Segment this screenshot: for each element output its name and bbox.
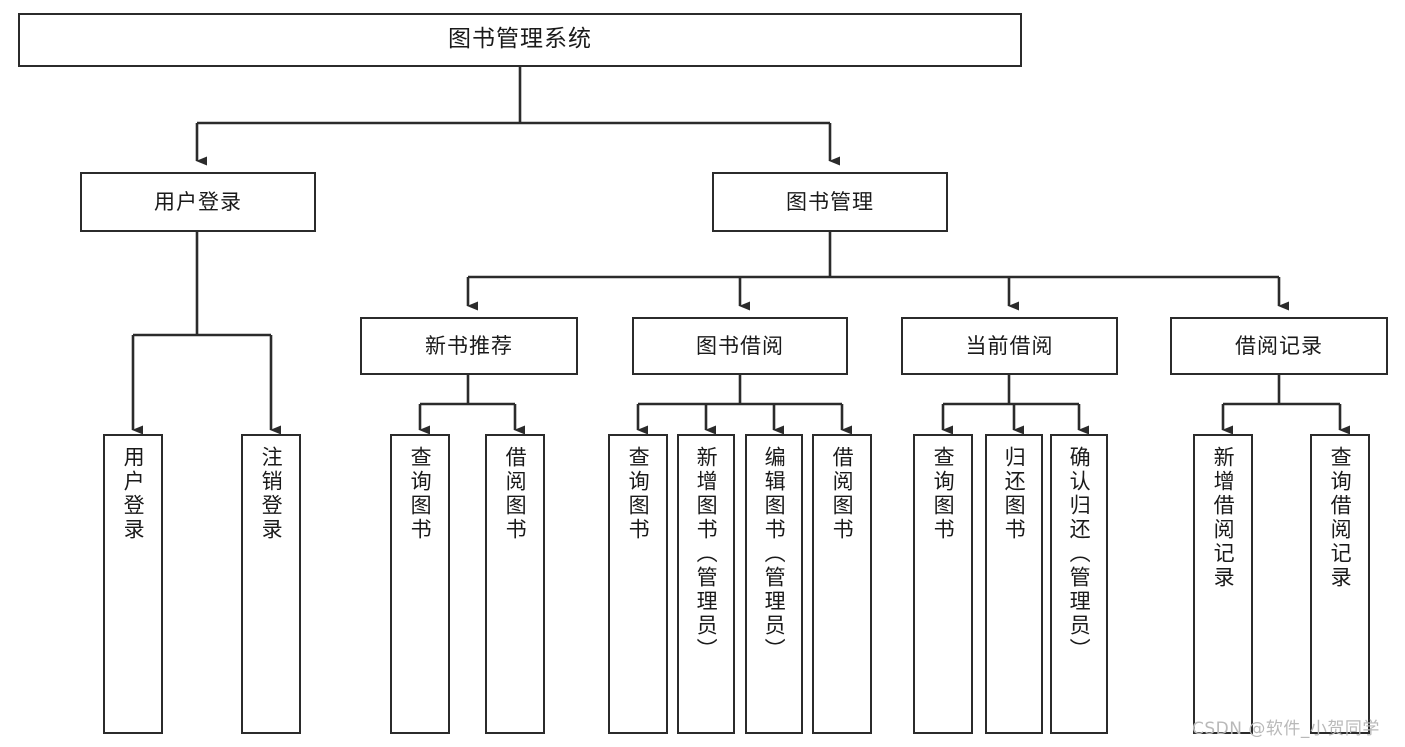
- node-book-borrow[interactable]: 图书借阅: [632, 317, 848, 375]
- leaf-add-borrow-record[interactable]: 新增借阅记录: [1193, 434, 1253, 734]
- leaf-borrow-book-recommend[interactable]: 借阅图书: [485, 434, 545, 734]
- node-new-book-recommend[interactable]: 新书推荐: [360, 317, 578, 375]
- node-label: 借阅图书: [503, 446, 528, 542]
- node-label: 新增图书（管理员）: [694, 446, 719, 662]
- leaf-edit-book-admin[interactable]: 编辑图书（管理员）: [745, 434, 803, 734]
- node-label: 借阅记录: [1235, 333, 1323, 358]
- node-label: 注销登录: [259, 446, 284, 542]
- node-borrow-record[interactable]: 借阅记录: [1170, 317, 1388, 375]
- leaf-add-book-admin[interactable]: 新增图书（管理员）: [677, 434, 735, 734]
- leaf-borrow-book[interactable]: 借阅图书: [812, 434, 872, 734]
- leaf-confirm-return-admin[interactable]: 确认归还（管理员）: [1050, 434, 1108, 734]
- node-label: 查询图书: [626, 446, 651, 542]
- leaf-query-borrow-record[interactable]: 查询借阅记录: [1310, 434, 1370, 734]
- node-label: 确认归还（管理员）: [1067, 446, 1092, 662]
- node-label: 图书管理系统: [448, 26, 592, 53]
- leaf-query-book-borrow[interactable]: 查询图书: [608, 434, 668, 734]
- node-label: 查询图书: [408, 446, 433, 542]
- node-label: 图书借阅: [696, 333, 784, 358]
- node-book-management[interactable]: 图书管理: [712, 172, 948, 232]
- leaf-user-login[interactable]: 用户登录: [103, 434, 163, 734]
- leaf-query-book-recommend[interactable]: 查询图书: [390, 434, 450, 734]
- node-label: 编辑图书（管理员）: [762, 446, 787, 662]
- node-label: 图书管理: [786, 189, 874, 214]
- node-root-system[interactable]: 图书管理系统: [18, 13, 1022, 67]
- node-label: 用户登录: [154, 189, 242, 214]
- node-current-borrow[interactable]: 当前借阅: [901, 317, 1118, 375]
- node-label: 用户登录: [121, 446, 146, 542]
- leaf-logout-login[interactable]: 注销登录: [241, 434, 301, 734]
- leaf-return-book[interactable]: 归还图书: [985, 434, 1043, 734]
- node-label: 归还图书: [1002, 446, 1027, 542]
- node-user-login[interactable]: 用户登录: [80, 172, 316, 232]
- node-label: 新书推荐: [425, 333, 513, 358]
- node-label: 当前借阅: [965, 333, 1054, 358]
- node-label: 新增借阅记录: [1211, 446, 1236, 590]
- leaf-query-book-current[interactable]: 查询图书: [913, 434, 973, 734]
- node-label: 借阅图书: [830, 446, 855, 542]
- node-label: 查询图书: [931, 446, 956, 542]
- node-label: 查询借阅记录: [1328, 446, 1353, 590]
- csdn-watermark: CSDN @软件_小贺同学: [1192, 719, 1380, 739]
